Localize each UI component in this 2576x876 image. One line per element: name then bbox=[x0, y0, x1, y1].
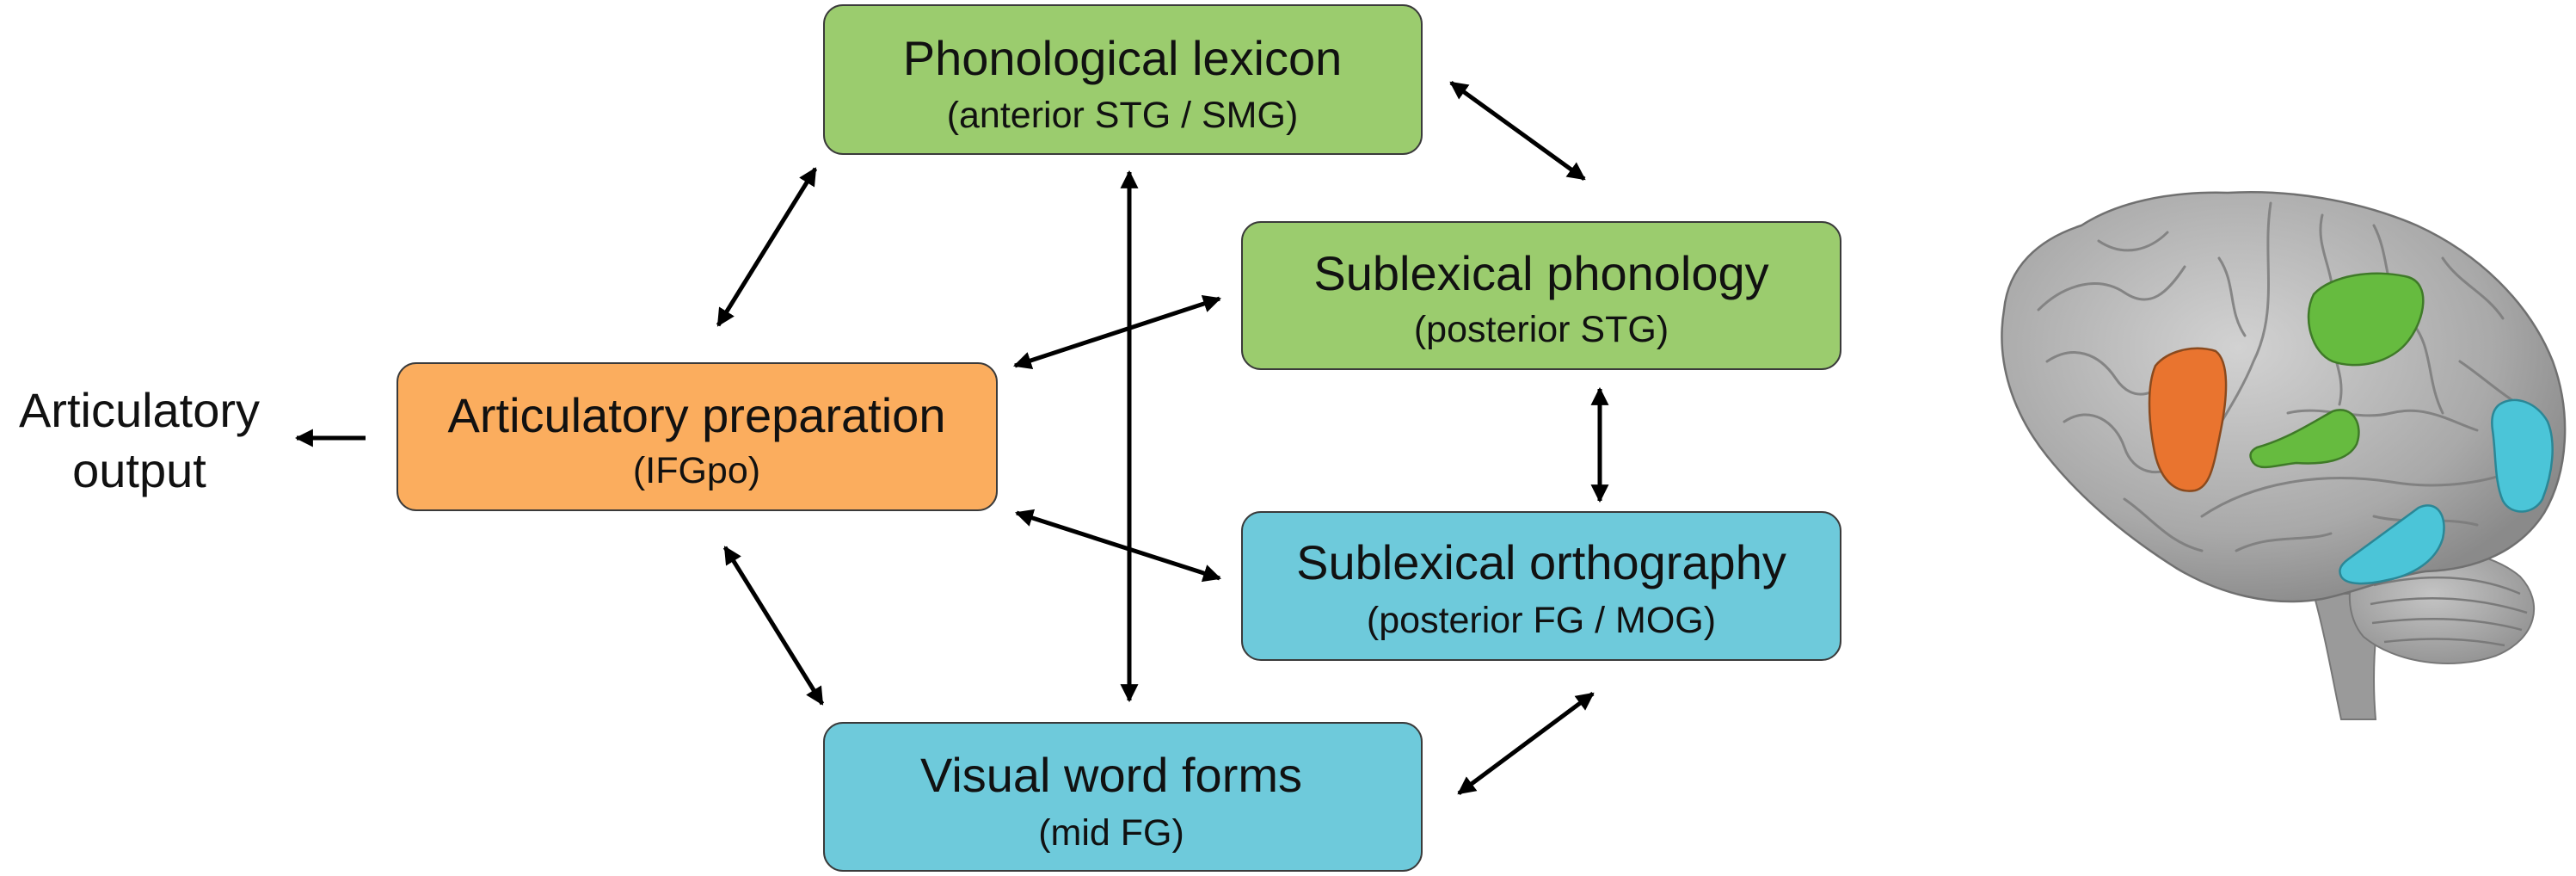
articulatory-preparation-subtitle: (IFGpo) bbox=[633, 450, 760, 491]
region-anterior-stg-smg bbox=[2307, 272, 2425, 367]
articulatory-output-label: Articulatory output bbox=[19, 383, 260, 497]
sublexical-orthography-title: Sublexical orthography bbox=[1296, 535, 1786, 589]
region-ifgpo bbox=[2148, 347, 2228, 492]
visual-word-forms-box bbox=[823, 722, 1423, 872]
phonological-lexicon-subtitle: (anterior STG / SMG) bbox=[947, 95, 1299, 136]
region-mid-fg bbox=[2339, 504, 2445, 585]
visual-word-forms-subtitle: (mid FG) bbox=[1038, 812, 1184, 854]
articulatory-output-line1: Articulatory bbox=[19, 383, 260, 437]
arrow-articulatory-phonological-lexicon bbox=[716, 167, 818, 327]
arrow-articulatory-sublexical-orthography bbox=[1015, 509, 1221, 583]
articulatory-output-line2: output bbox=[72, 443, 206, 497]
brain-illustration bbox=[2001, 191, 2567, 720]
arrow-articulatory-visual-word-forms bbox=[722, 546, 825, 706]
phonological-lexicon-box bbox=[823, 4, 1423, 155]
sublexical-phonology-subtitle: (posterior STG) bbox=[1414, 309, 1669, 350]
node-sublexical-phonology: Sublexical phonology (posterior STG) bbox=[1241, 221, 1841, 370]
phonological-lexicon-title: Phonological lexicon bbox=[903, 31, 1343, 85]
node-visual-word-forms: Visual word forms (mid FG) bbox=[823, 722, 1423, 872]
arrow-visual-word-forms-orthography bbox=[1457, 691, 1595, 796]
arrow-articulatory-sublexical-phonology bbox=[1013, 294, 1221, 370]
cerebellum-folia bbox=[2370, 576, 2528, 647]
articulatory-preparation-box bbox=[397, 362, 998, 511]
arrow-lexicon-sublexical-phonology bbox=[1449, 80, 1586, 182]
articulatory-preparation-title: Articulatory preparation bbox=[448, 388, 946, 442]
sublexical-orthography-subtitle: (posterior FG / MOG) bbox=[1367, 600, 1716, 641]
node-phonological-lexicon: Phonological lexicon (anterior STG / SMG… bbox=[823, 4, 1423, 155]
region-posterior-fg-mog bbox=[2491, 398, 2554, 513]
region-posterior-stg bbox=[2249, 409, 2360, 469]
sublexical-phonology-title: Sublexical phonology bbox=[1313, 246, 1768, 300]
sublexical-orthography-box bbox=[1241, 511, 1841, 661]
sublexical-phonology-box bbox=[1241, 221, 1841, 370]
node-sublexical-orthography: Sublexical orthography (posterior FG / M… bbox=[1241, 511, 1841, 661]
node-articulatory-preparation: Articulatory preparation (IFGpo) bbox=[397, 362, 998, 511]
cerebrum bbox=[2001, 191, 2567, 603]
connection-arrows bbox=[294, 80, 1609, 796]
visual-word-forms-title: Visual word forms bbox=[920, 748, 1302, 802]
